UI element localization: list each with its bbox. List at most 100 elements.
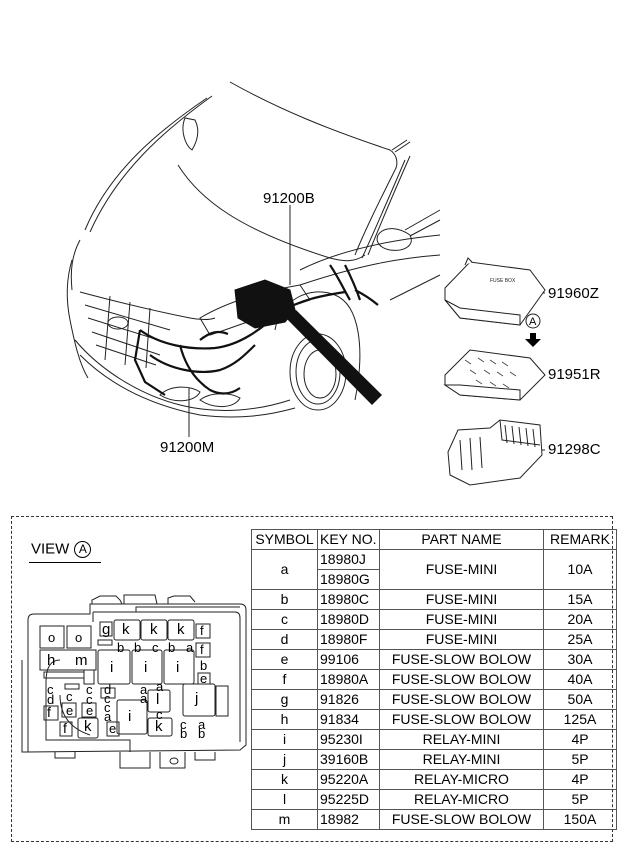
callout-91951R: 91951R xyxy=(548,366,601,383)
slot-c: c xyxy=(104,700,111,715)
wire-harness xyxy=(133,264,379,396)
cell-part-name: RELAY-MINI xyxy=(379,749,544,770)
header-remark: REMARK xyxy=(543,529,617,550)
slot-terminal: o xyxy=(48,630,56,645)
cell-symbol: k xyxy=(251,769,318,790)
cell-symbol: m xyxy=(251,809,318,830)
slot-e: e xyxy=(109,721,117,736)
slot-c: c xyxy=(156,707,163,722)
cell-symbol: c xyxy=(251,609,318,630)
arrow-down-icon xyxy=(525,333,541,347)
slot-b: b xyxy=(180,726,188,741)
cell-part-name: FUSE-SLOW BOLOW xyxy=(379,669,544,690)
view-underline xyxy=(29,562,101,563)
cell-symbol: b xyxy=(251,589,318,610)
cell-symbol: h xyxy=(251,709,318,730)
header-symbol: SYMBOL xyxy=(251,529,318,550)
slot-c: c xyxy=(66,689,73,704)
slot-c: c xyxy=(104,691,111,706)
slot-b: b xyxy=(134,640,142,655)
cell-key-no: 95220A xyxy=(317,769,380,790)
svg-text:FUSE BOX: FUSE BOX xyxy=(490,278,516,284)
fuse-block-91951R xyxy=(443,349,546,401)
callout-91298C: 91298C xyxy=(548,441,601,458)
slot-c: c xyxy=(152,640,159,655)
cell-part-name: FUSE-SLOW BOLOW xyxy=(379,649,544,670)
cell-key-no: 18980J xyxy=(317,549,380,570)
cell-part-name: FUSE-MINI xyxy=(379,629,544,650)
cell-symbol: l xyxy=(251,789,318,810)
cell-key-no: 18980A xyxy=(317,669,380,690)
slot-k: k xyxy=(155,718,163,735)
cell-remark: 30A xyxy=(543,649,617,670)
table-header-row: SYMBOL KEY NO. PART NAME REMARK xyxy=(251,529,617,550)
cell-key-no: 18980D xyxy=(317,609,380,630)
cell-remark: 50A xyxy=(543,689,617,710)
slot-k: k xyxy=(122,621,130,638)
cell-remark: 25A xyxy=(543,629,617,650)
car-emblem xyxy=(107,316,129,330)
fuse-box-cover-91960Z: FUSE BOX xyxy=(444,257,546,326)
slot-f: f xyxy=(200,623,204,638)
cell-remark: 10A xyxy=(543,549,617,590)
view-a-marker: A xyxy=(525,313,541,347)
slot-c: c xyxy=(86,692,93,707)
cell-key-no: 18980C xyxy=(317,589,380,610)
view-marker-circle: A xyxy=(74,541,92,558)
slot-j: j xyxy=(195,690,199,707)
slot-d: d xyxy=(104,682,112,697)
car-hood-edge xyxy=(177,164,366,262)
slot-k: k xyxy=(177,621,185,638)
cell-part-name: FUSE-MINI xyxy=(379,589,544,610)
cell-remark: 40A xyxy=(543,669,617,690)
cell-remark: 125A xyxy=(543,709,617,730)
cell-key-no: 91834 xyxy=(317,709,380,730)
slot-m: m xyxy=(75,652,88,669)
car-bumper xyxy=(74,339,291,411)
cell-symbol: i xyxy=(251,729,318,750)
view-label-text: VIEW xyxy=(31,540,70,558)
slot-a: a xyxy=(198,717,206,732)
cell-symbol: f xyxy=(251,669,318,690)
svg-text:A: A xyxy=(529,316,537,328)
slot-b: b xyxy=(168,640,176,655)
cell-key-no: 39160B xyxy=(317,749,380,770)
cell-part-name: FUSE-SLOW BOLOW xyxy=(379,689,544,710)
cell-symbol: g xyxy=(251,689,318,710)
cell-remark: 20A xyxy=(543,609,617,630)
table-row: 18980G xyxy=(252,569,617,590)
slot-i: i xyxy=(110,659,114,676)
slot-a: a xyxy=(140,682,148,697)
cell-symbol: j xyxy=(251,749,318,770)
cell-remark: 5P xyxy=(543,789,617,810)
slot-e: e xyxy=(86,703,94,718)
slot-c: c xyxy=(180,717,187,732)
car-illustration: FUSE BOX A xyxy=(66,81,546,486)
slot-b: b xyxy=(117,640,125,655)
slot-b: b xyxy=(198,726,206,741)
lower-cover-91298C xyxy=(447,419,543,486)
cell-part-name: FUSE-MINI xyxy=(379,549,544,590)
header-part-name: PART NAME xyxy=(379,529,544,550)
slot-a: a xyxy=(186,640,194,655)
cell-remark: 4P xyxy=(543,729,617,750)
mirror-left xyxy=(182,117,199,151)
cell-key-no: 95230I xyxy=(317,729,380,750)
cell-key-no: 91826 xyxy=(317,689,380,710)
cell-symbol: d xyxy=(251,629,318,650)
slot-f: f xyxy=(200,642,204,657)
car-grille xyxy=(79,291,216,320)
slot-e: e xyxy=(66,703,74,718)
header-key-no: KEY NO. xyxy=(317,529,380,550)
slot-c: c xyxy=(86,682,93,697)
slot-k: k xyxy=(84,718,92,735)
